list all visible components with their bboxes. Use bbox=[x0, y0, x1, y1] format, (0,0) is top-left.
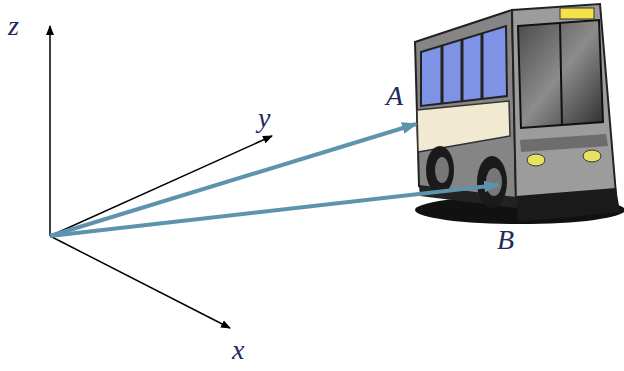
vector-a bbox=[50, 124, 416, 236]
wheel bbox=[477, 156, 507, 208]
headlight bbox=[583, 150, 601, 162]
bus-windshield bbox=[518, 20, 603, 128]
bus-windows bbox=[421, 26, 507, 106]
axis-or-point-label: B bbox=[497, 226, 514, 254]
bus-front bbox=[512, 4, 616, 206]
vector-b bbox=[50, 185, 498, 236]
axis-or-point-label: x bbox=[232, 336, 244, 364]
bus-sign bbox=[560, 8, 594, 19]
x-axis bbox=[50, 236, 230, 328]
headlight bbox=[527, 154, 545, 166]
axis-or-point-label: A bbox=[386, 82, 403, 110]
axis-or-point-label: y bbox=[258, 104, 270, 132]
wheel bbox=[426, 146, 454, 194]
z-axis bbox=[49, 26, 51, 236]
axis-or-point-label: z bbox=[8, 12, 19, 40]
bus-band bbox=[417, 101, 510, 152]
y-axis bbox=[50, 136, 272, 236]
